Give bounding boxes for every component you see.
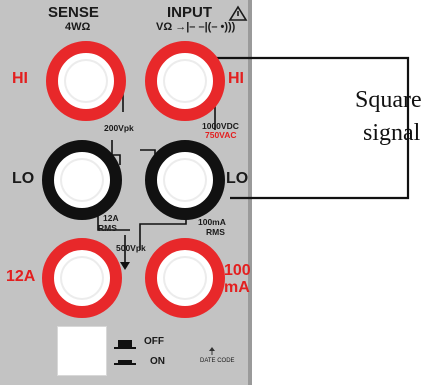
lo-right-label: LO — [226, 170, 249, 187]
on-label: ON — [150, 356, 165, 367]
input-lo-jack[interactable] — [145, 140, 225, 220]
sense-hi-jack[interactable] — [46, 41, 126, 121]
lo-left-label: LO — [12, 170, 35, 187]
rating-12a-rms: RMS — [98, 223, 117, 233]
100-label: 100 — [224, 262, 251, 279]
rating-100ma-rms: RMS — [206, 227, 225, 237]
rating-750vac: 750VAC — [205, 130, 237, 140]
rating-200vpk: 200Vpk — [104, 123, 134, 133]
hi-left-label: HI — [12, 70, 28, 87]
100ma-current-jack[interactable] — [145, 238, 225, 318]
sense-title: SENSE — [48, 4, 99, 21]
square-signal-label-line2: signal — [363, 120, 421, 146]
hi-right-label: HI — [228, 70, 244, 87]
input-hi-jack[interactable] — [145, 41, 225, 121]
off-label: OFF — [144, 336, 164, 347]
12a-current-jack[interactable] — [42, 238, 122, 318]
rating-12a: 12A — [103, 213, 119, 223]
sense-lo-jack[interactable] — [42, 140, 122, 220]
date-code-label: DATE CODE — [200, 358, 235, 364]
input-modes: VΩ →|– –|(– •))) — [156, 21, 236, 33]
rating-1000vdc: 1000VDC — [202, 121, 239, 131]
rating-500vpk: 500Vpk — [116, 243, 146, 253]
square-signal-label-line1: Square — [355, 87, 422, 113]
sense-subtitle: 4WΩ — [65, 21, 91, 33]
power-switch[interactable] — [57, 326, 107, 376]
rating-100ma: 100mA — [198, 217, 226, 227]
panel-edge — [248, 0, 252, 385]
ma-label: mA — [224, 279, 250, 296]
12a-label: 12A — [6, 268, 36, 285]
input-title: INPUT — [167, 4, 212, 21]
